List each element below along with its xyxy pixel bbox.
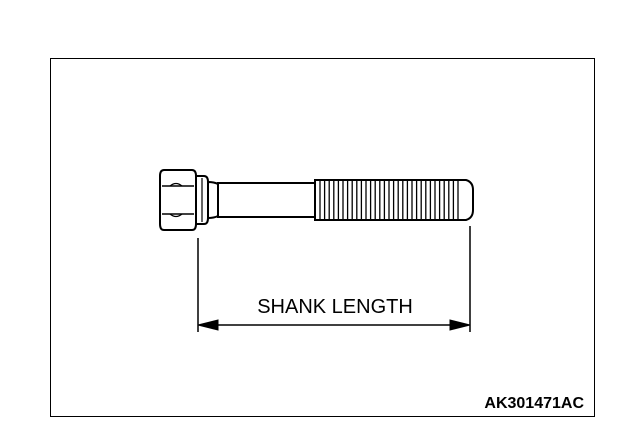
dimension-line: [197, 319, 471, 331]
bolt-shank: [217, 182, 316, 218]
bolt-thread-lines: [319, 181, 459, 219]
diagram-frame: [50, 58, 595, 417]
figure-id: AK301471AC: [484, 395, 584, 412]
bolt-head: [159, 169, 197, 231]
bolt-neck: [207, 180, 219, 220]
arrow-left-icon: [197, 319, 219, 331]
dimension-label: SHANK LENGTH: [257, 296, 413, 318]
arrow-right-icon: [449, 319, 471, 331]
bolt-flange: [195, 175, 209, 225]
